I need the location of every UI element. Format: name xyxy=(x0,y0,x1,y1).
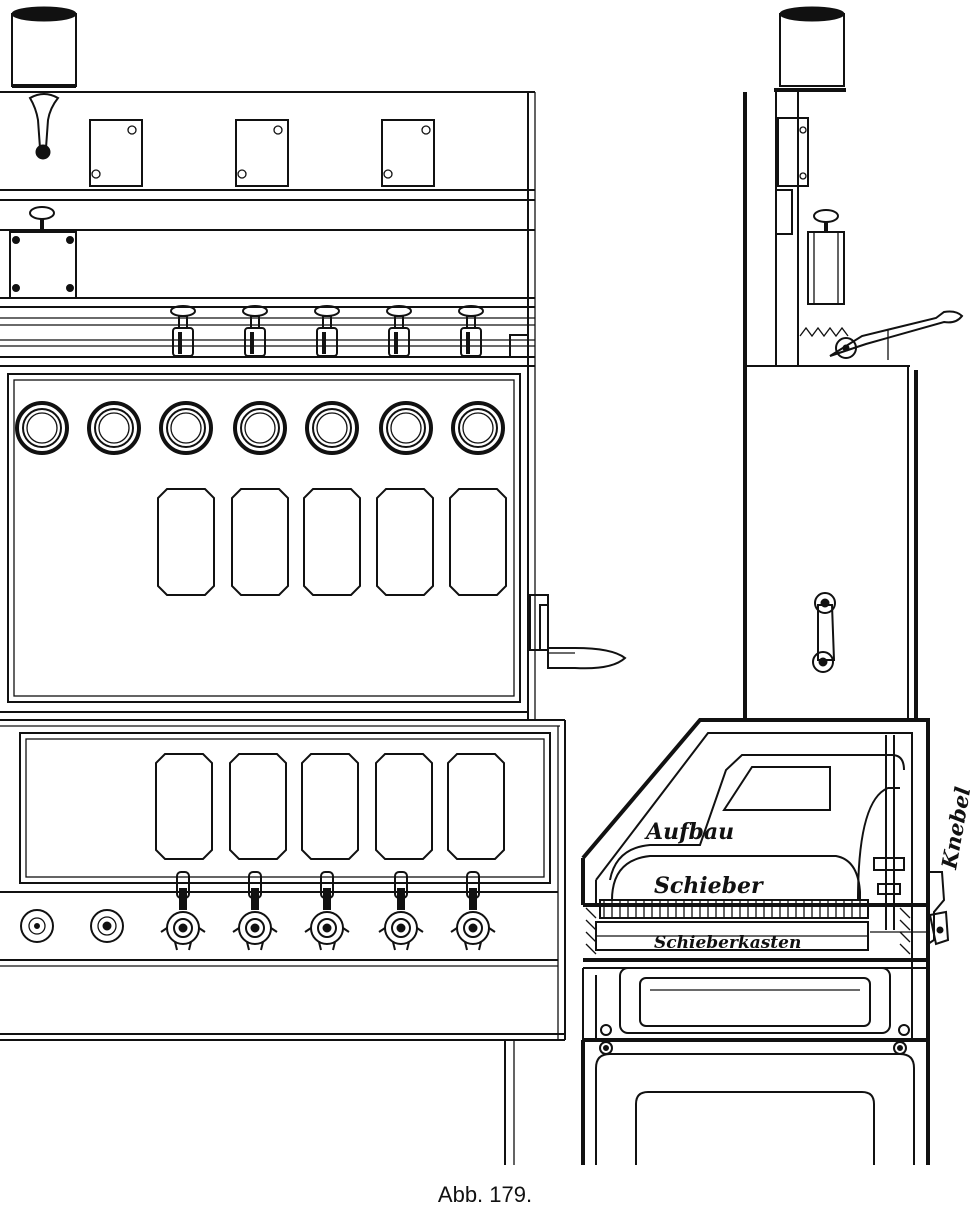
label-schieber: Schieber xyxy=(654,873,764,899)
round-fittings xyxy=(20,909,124,943)
left-machine-frame xyxy=(0,91,566,1165)
lever-top-left xyxy=(28,93,60,160)
label-knebel: Knebel xyxy=(936,785,970,872)
label-schieberkasten: Schieberkasten xyxy=(654,933,801,953)
right-column xyxy=(743,92,964,720)
bolted-cover-plate xyxy=(9,206,77,299)
label-aufbau: Aufbau xyxy=(644,819,734,845)
figure-caption: Abb. 179. xyxy=(437,1182,533,1207)
upper-valve-handles xyxy=(170,305,529,358)
lower-windows xyxy=(155,753,505,860)
top-cover-plates xyxy=(89,119,435,187)
oil-cup-left xyxy=(11,6,77,88)
oil-cup-right xyxy=(774,6,846,92)
upper-windows xyxy=(157,488,507,596)
lower-valve-handles xyxy=(160,871,496,951)
slide-valve-assembly xyxy=(581,718,950,1055)
machine-stand xyxy=(581,1040,930,1165)
crank-handle xyxy=(529,594,627,670)
sight-glasses xyxy=(15,401,505,455)
